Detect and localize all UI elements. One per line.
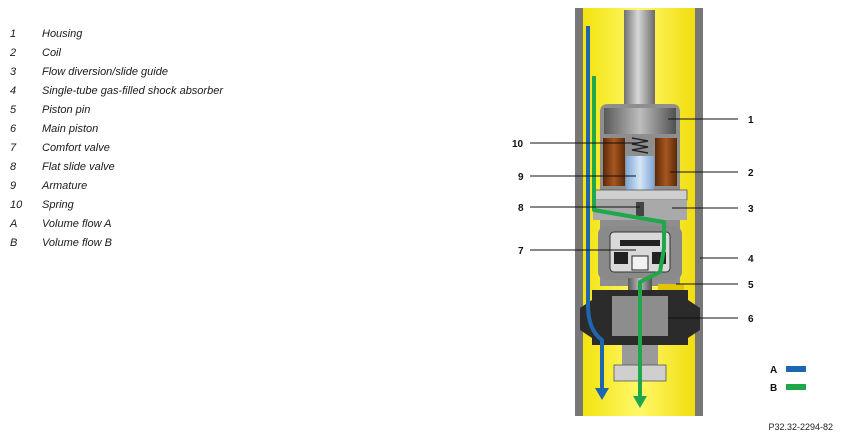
- legend-key: 7: [10, 142, 17, 154]
- comfort-valve: [598, 226, 682, 280]
- legend-key: 3: [10, 66, 17, 78]
- piston-rod: [624, 10, 655, 112]
- volume-flow-b-path: [592, 76, 666, 408]
- legend-label: Armature: [42, 180, 88, 192]
- legend-key: 10: [10, 199, 23, 211]
- legend-label: Comfort valve: [42, 142, 110, 154]
- figure-id: P32.32-2294-82: [768, 422, 833, 432]
- callout-label: 10: [512, 139, 524, 150]
- flow-key-label: B: [770, 383, 777, 394]
- legend-key: 9: [10, 180, 17, 192]
- leader-lines-left: [530, 142, 640, 251]
- leader-lines-right: [668, 118, 738, 319]
- callout-label: 4: [748, 254, 754, 265]
- flow-key-swatch-a: [786, 366, 806, 372]
- callout-label: 6: [748, 314, 754, 325]
- callouts-right: 1 2 3 4 5 6: [748, 115, 754, 325]
- callout-label: 2: [748, 168, 754, 179]
- legend-label: Flat slide valve: [42, 161, 115, 173]
- callout-label: 3: [748, 204, 754, 215]
- spring: [631, 137, 649, 154]
- legend-label: Flow diversion/slide guide: [42, 66, 168, 78]
- legend-label: Housing: [42, 28, 83, 40]
- coil: [603, 138, 677, 186]
- flat-slide-valve: [636, 202, 644, 216]
- legend-key: B: [10, 237, 18, 249]
- legend-key: 4: [10, 85, 17, 97]
- legend-key: 8: [10, 161, 17, 173]
- volume-flow-a-path: [586, 26, 609, 400]
- legend-label: Main piston: [42, 123, 99, 135]
- callout-label: 9: [518, 172, 524, 183]
- legend-label: Single-tube gas-filled shock absorber: [42, 85, 223, 97]
- legend-label: Spring: [42, 199, 74, 211]
- flow-key: A B: [770, 365, 806, 394]
- legend-label: Coil: [42, 47, 61, 59]
- flow-key-label: A: [770, 365, 777, 376]
- callout-label: 7: [518, 246, 524, 257]
- callouts-left: 10 9 8 7: [512, 139, 524, 257]
- legend-label: Volume flow A: [42, 218, 112, 230]
- callout-label: 8: [518, 203, 524, 214]
- armature: [626, 156, 654, 190]
- callout-label: 1: [748, 115, 754, 126]
- piston-pin-nut: [658, 284, 684, 294]
- flow-key-swatch-b: [786, 384, 806, 390]
- legend-key: 2: [10, 47, 17, 59]
- legend-key: 6: [10, 123, 17, 135]
- legend-key: 1: [10, 28, 17, 40]
- callout-label: 5: [748, 280, 754, 291]
- legend-label: Piston pin: [42, 104, 91, 116]
- legend-key: A: [10, 218, 18, 230]
- legend-label: Volume flow B: [42, 237, 112, 249]
- legend-key: 5: [10, 104, 17, 116]
